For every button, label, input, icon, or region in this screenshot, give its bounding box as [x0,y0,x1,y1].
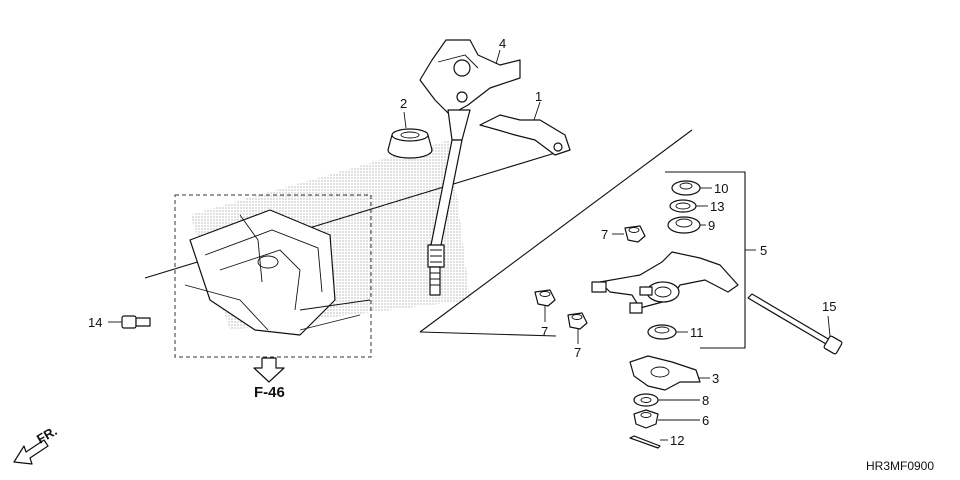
part-3-arm [629,355,701,391]
callout-7-left: 7 [541,324,548,339]
steering-shaft [419,39,521,296]
part-8-washer [633,393,659,407]
front-direction-arrow-icon [13,439,49,465]
part-1-clamp [479,114,571,156]
part-15-bolt [747,293,843,355]
part-5-holder [591,251,739,314]
callout-7-middle: 7 [574,345,581,360]
part-7-nut-top [624,225,646,243]
callout-2: 2 [400,96,407,111]
frame-dashed-box [174,194,372,358]
callout-12: 12 [670,433,684,448]
part-7-nut-middle [567,312,588,330]
part-2-seal [387,128,433,159]
callout-3: 3 [712,371,719,386]
leader-lines [108,49,831,441]
callout-15: 15 [822,299,836,314]
reference-arrow: F-46 [253,357,285,401]
callout-6: 6 [702,413,709,428]
part-12-cotter-pin [629,435,661,449]
front-direction-label: FR. [34,423,60,446]
part-13-washer [669,199,697,213]
part-7-nut-left [534,289,556,307]
callout-13: 13 [710,199,724,214]
callout-1: 1 [535,89,542,104]
callout-11: 11 [690,325,704,340]
part-10-bearing [671,180,701,196]
callout-9: 9 [708,218,715,233]
callout-10: 10 [714,181,728,196]
part-14-bolt [121,315,151,329]
part-6-nut [633,409,659,429]
down-arrow-icon [253,357,285,383]
callout-labels: 1 2 3 4 5 6 7 7 7 8 9 10 11 12 13 14 15 [88,36,836,448]
callout-14: 14 [88,315,102,330]
callout-5: 5 [760,243,767,258]
frame-section: F-46 [174,194,372,401]
callout-8: 8 [702,393,709,408]
callout-4: 4 [499,36,506,51]
part-11-seal [647,324,677,340]
diagram-code: HR3MF0900 [866,459,934,473]
reference-label: F-46 [254,384,285,401]
front-direction: FR. [13,423,60,465]
callout-7-top: 7 [601,227,608,242]
frame-body [184,209,371,336]
part-9-bearing [667,216,701,234]
